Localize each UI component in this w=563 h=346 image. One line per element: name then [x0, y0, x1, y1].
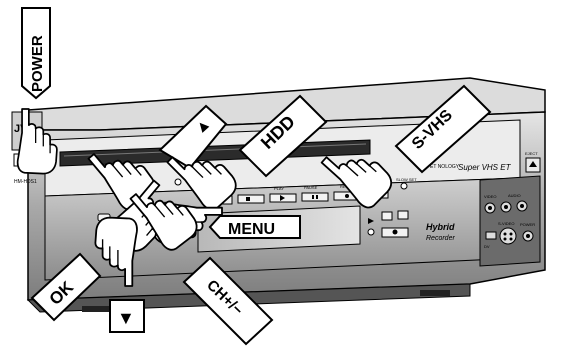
record-icon — [345, 194, 349, 198]
dv-jack-label: DV — [484, 244, 490, 249]
video-jack-label: VIDEO — [484, 194, 496, 199]
hybrid-label: Hybrid — [426, 222, 455, 232]
model-label: HM-HDS1 — [14, 179, 37, 185]
play-label: PLAY — [274, 186, 284, 191]
eject-label: EJECT — [525, 151, 538, 156]
super-vhs-et-label: Super VHS ET — [458, 163, 512, 172]
stop-button[interactable] — [238, 195, 264, 203]
callout-power: POWER — [18, 8, 57, 174]
stop-icon — [246, 197, 250, 201]
power-callout-label: POWER — [29, 35, 46, 92]
audio-jack-label: AUDIO — [508, 193, 521, 198]
pause-label: PAUSE — [304, 185, 318, 190]
slow-set-label: SLOW SET — [396, 177, 417, 182]
menu-callout-label: MENU — [228, 221, 275, 238]
power-jack-label: POWER — [520, 222, 535, 227]
svideo-jack-label: S-VIDEO — [498, 221, 514, 226]
down-callout-label: ▼ — [117, 308, 135, 328]
recorder-label: Recorder — [426, 235, 455, 242]
pause-button[interactable] — [302, 193, 328, 201]
technology-label: ET NOLOGY — [430, 164, 460, 170]
pause-icon — [312, 195, 314, 199]
